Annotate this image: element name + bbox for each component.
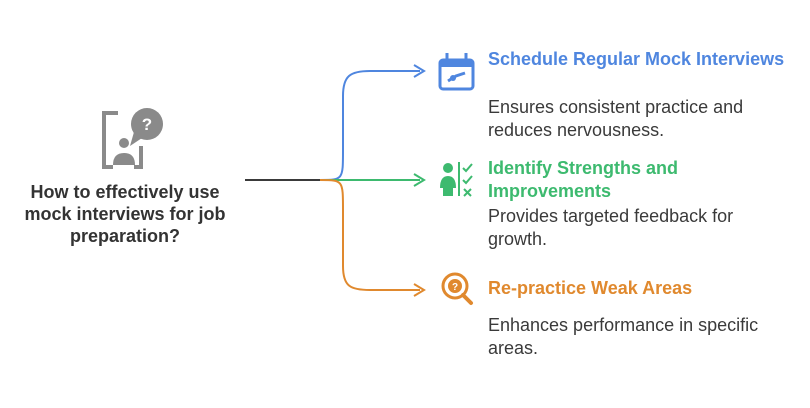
- arrow-schedule: [413, 64, 426, 78]
- checklist-person-icon: [440, 162, 473, 197]
- connector-schedule: [319, 70, 420, 181]
- arrow-repractice: [413, 283, 426, 297]
- interview-question-icon: ?: [102, 108, 163, 169]
- calendar-icon: [438, 53, 475, 91]
- connector-repractice: [319, 179, 420, 291]
- root-question-label: How to effectively use mock interviews f…: [24, 182, 226, 246]
- magnifier-question-icon: ?: [441, 272, 473, 305]
- branch-desc-repractice: Enhances performance in specific areas.: [488, 315, 759, 358]
- branch-title-repractice: Re-practice Weak Areas: [488, 278, 693, 298]
- arrow-identify: [413, 173, 426, 187]
- svg-text:?: ?: [142, 115, 152, 134]
- branch-title-identify: Identify Strengths and Improvements: [488, 158, 679, 201]
- branch-desc-identify: Provides targeted feedback for growth.: [488, 206, 734, 249]
- branch-desc-schedule: Ensures consistent practice and reduces …: [488, 97, 744, 140]
- branch-title-schedule: Schedule Regular Mock Interviews: [488, 49, 785, 69]
- svg-text:?: ?: [452, 282, 458, 293]
